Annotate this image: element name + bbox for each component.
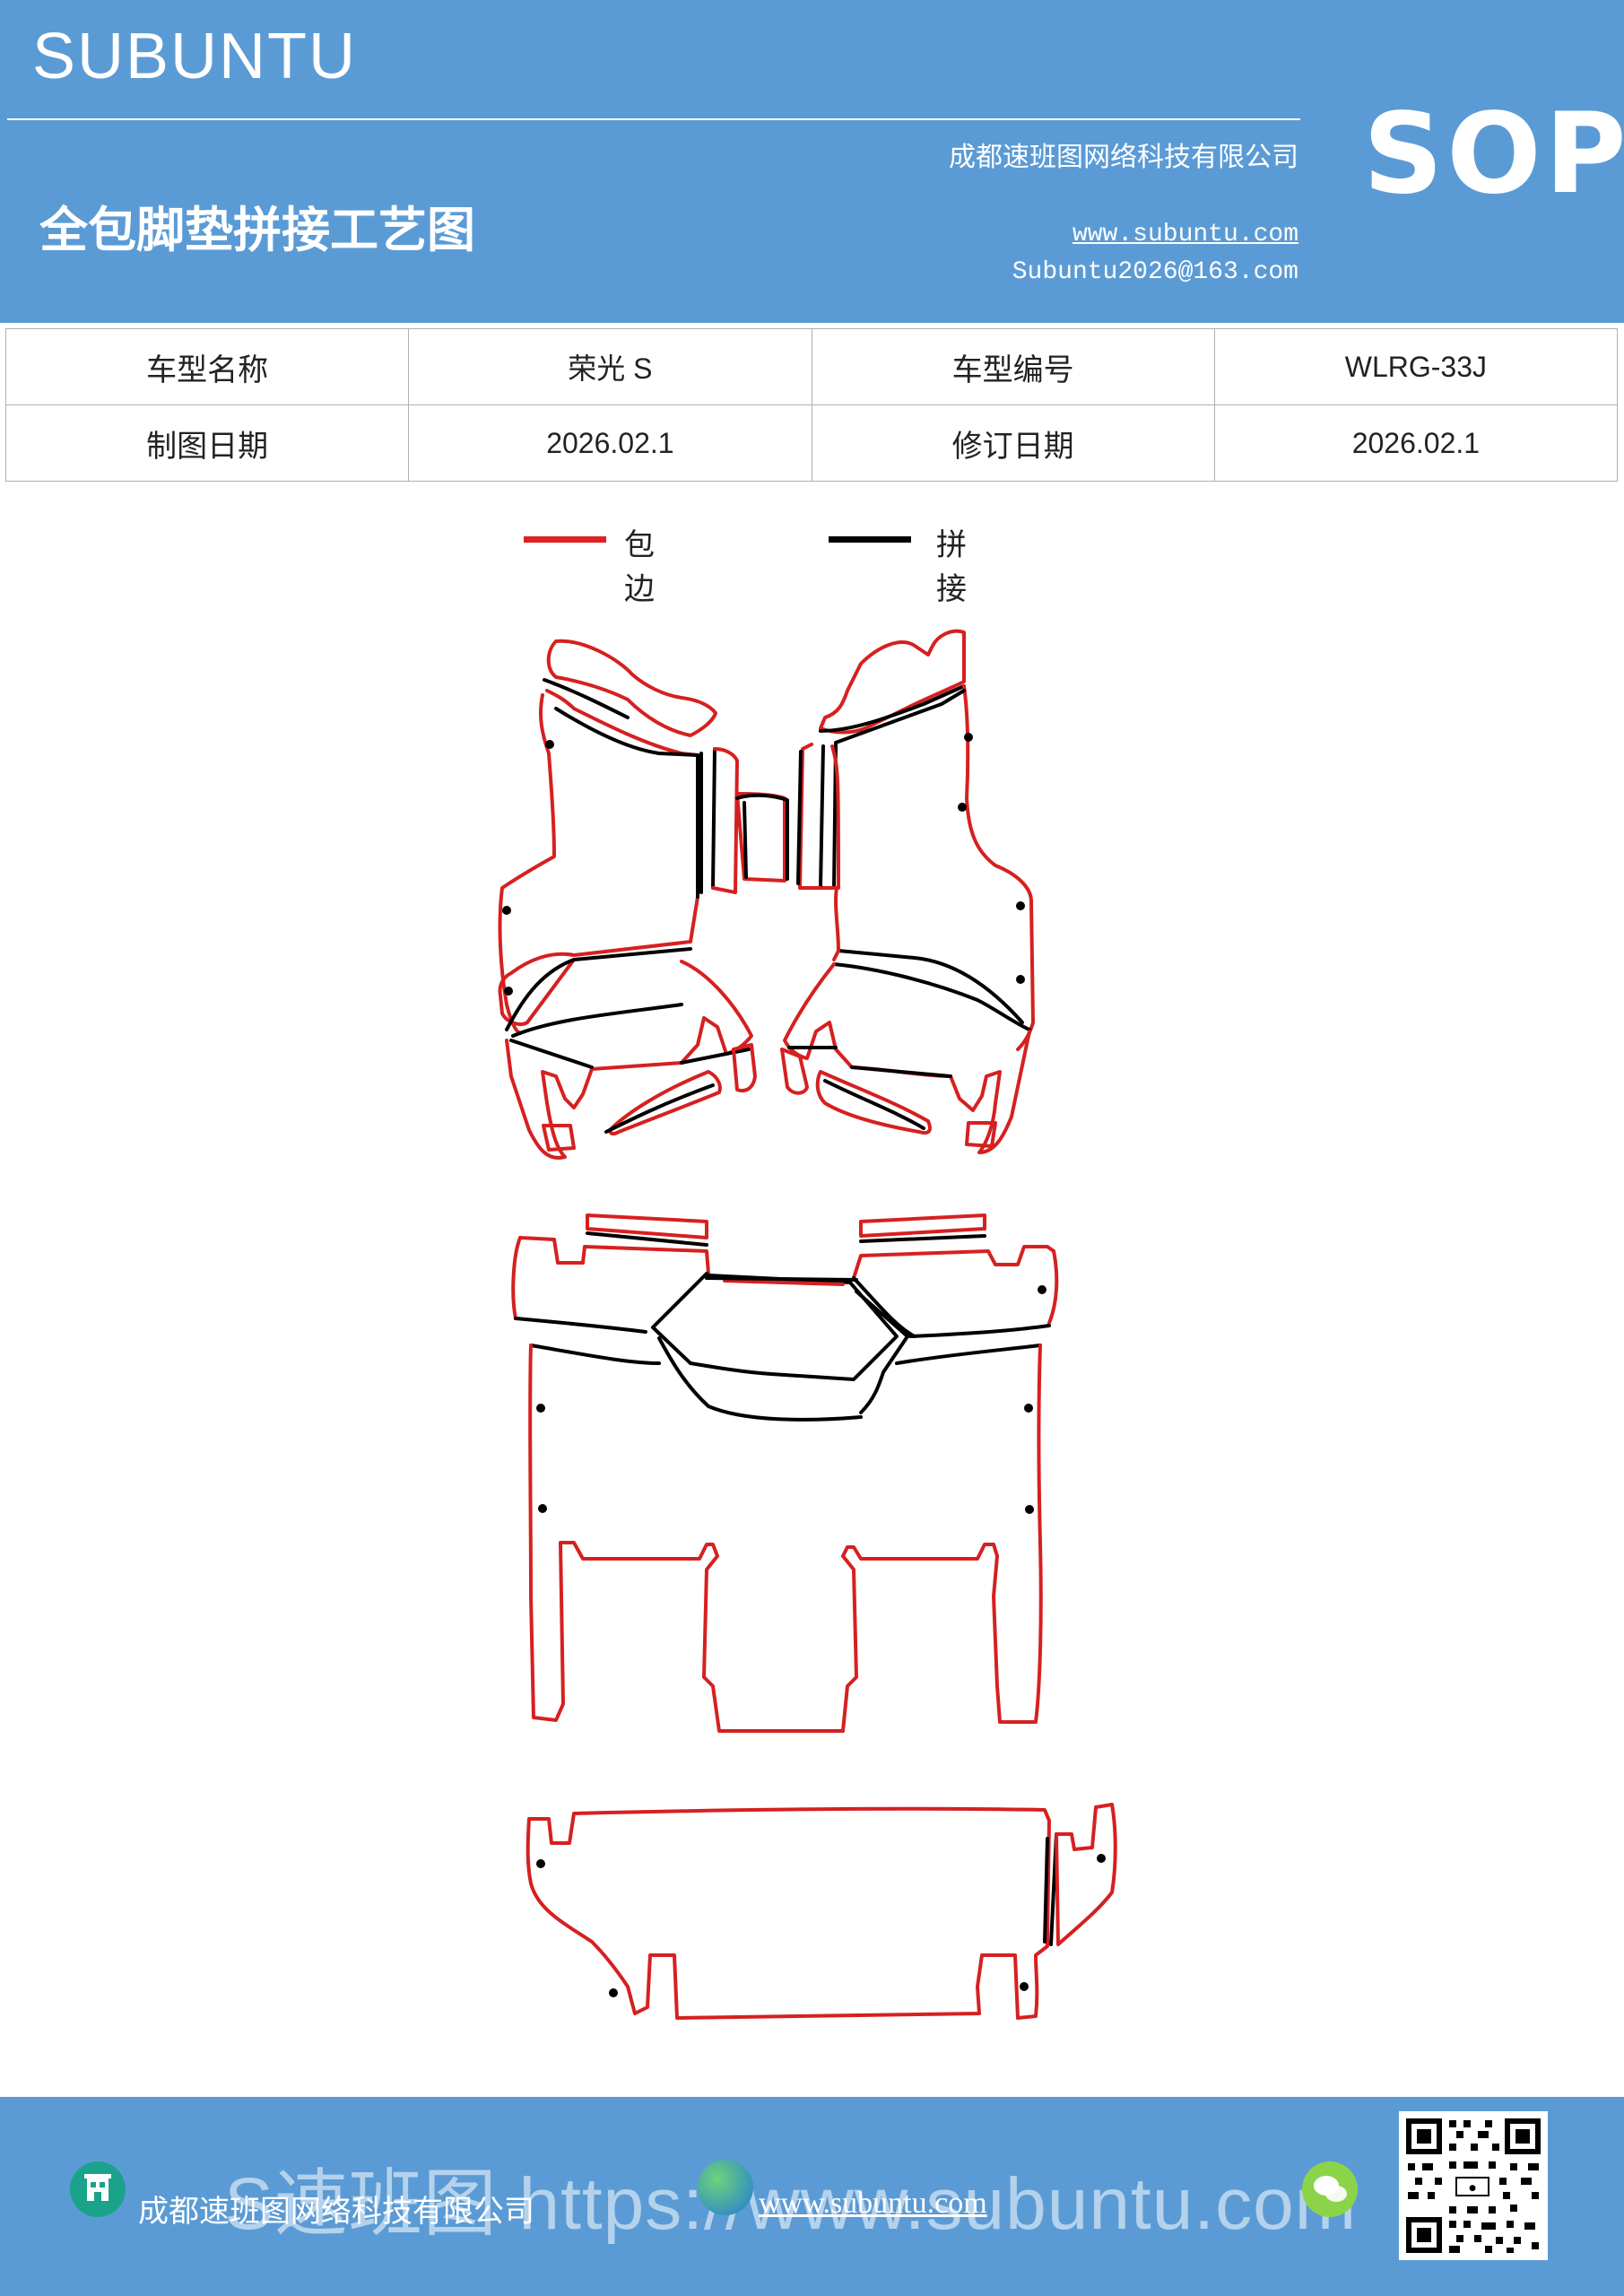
red-line-swatch [524, 536, 606, 543]
legend-label-splice: 拼接 [936, 527, 967, 607]
globe-icon [698, 2160, 753, 2215]
footer-website-link[interactable]: www.subuntu.com [759, 2187, 987, 2220]
middle-row-mat [511, 1213, 1059, 1733]
document-title: 全包脚垫拼接工艺图 [39, 201, 475, 258]
legend-label-edging: 包边 [624, 527, 655, 607]
vehicle-info-table: 车型名称 荣光 S 车型编号 WLRG-33J 制图日期 2026.02.1 修… [4, 328, 1619, 482]
footer-company-name: 成都速班图网络科技有限公司 [138, 2194, 534, 2230]
sop-badge: SOP [1363, 90, 1624, 219]
drawing-date-value: 2026.02.1 [408, 404, 812, 482]
table-row: 车型名称 荣光 S 车型编号 WLRG-33J [4, 328, 1619, 405]
building-icon [70, 2161, 126, 2217]
brand-name: SUBUNTU [32, 21, 358, 92]
black-line-swatch [829, 536, 911, 543]
front-left-mat [498, 639, 757, 1160]
revision-date-label: 修订日期 [811, 404, 1215, 482]
revision-date-value: 2026.02.1 [1213, 404, 1619, 482]
svg-text:●: ● [1469, 2184, 1476, 2193]
watermark-text: S速班图 https://www.subuntu.com [224, 2163, 1358, 2245]
header-divider [7, 118, 1300, 120]
model-name-value: 荣光 S [408, 328, 812, 405]
front-right-mat [780, 629, 1035, 1154]
tunnel-piece [735, 792, 789, 883]
model-code-label: 车型编号 [811, 328, 1215, 405]
table-row: 制图日期 2026.02.1 修订日期 2026.02.1 [4, 404, 1619, 482]
website-link[interactable]: www.subuntu.com [1072, 221, 1298, 248]
rear-mat [525, 1803, 1117, 2020]
email-address[interactable]: Subuntu2026@163.com [1012, 258, 1298, 286]
model-name-label: 车型名称 [4, 328, 410, 405]
wechat-icon [1302, 2161, 1358, 2217]
header-banner: SUBUNTU 成都速班图网络科技有限公司 全包脚垫拼接工艺图 www.subu… [0, 0, 1624, 323]
company-name: 成都速班图网络科技有限公司 [949, 142, 1298, 173]
qr-code: ● [1399, 2111, 1548, 2260]
model-code-value: WLRG-33J [1213, 328, 1619, 405]
drawing-date-label: 制图日期 [4, 404, 410, 482]
